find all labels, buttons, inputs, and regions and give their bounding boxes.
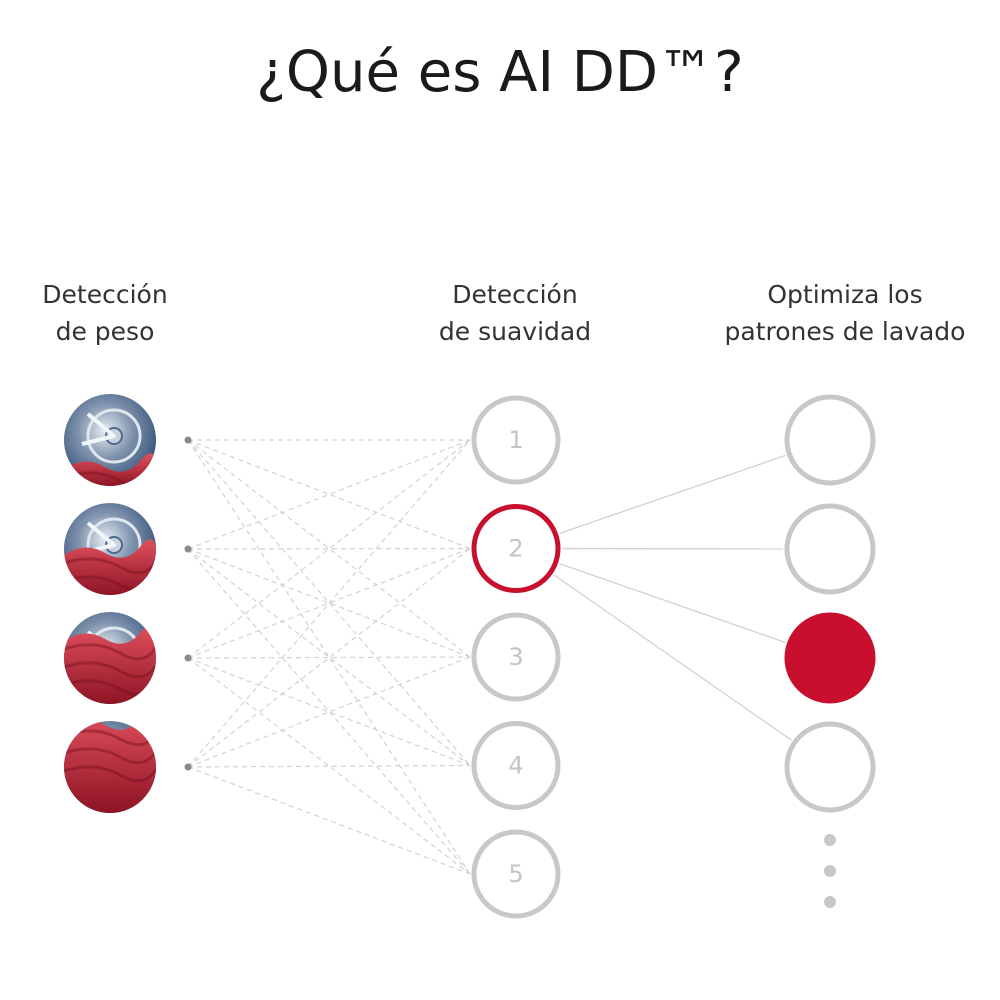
softness-node-3: 3 — [474, 615, 558, 699]
softness-node-label: 1 — [508, 426, 523, 454]
dashed-connection — [188, 766, 470, 768]
pattern-node — [787, 397, 873, 483]
solid-connection — [559, 455, 785, 533]
connector-dot — [185, 655, 192, 662]
drum-load-icon — [64, 503, 156, 595]
solid-connection — [554, 575, 792, 740]
pattern-node — [787, 615, 873, 701]
softness-node-5: 5 — [474, 832, 558, 916]
dashed-connection — [188, 440, 470, 658]
ellipsis-dot — [824, 865, 836, 877]
weight-to-softness-connections — [188, 440, 470, 874]
dashed-connection — [188, 549, 470, 874]
dashed-connection — [188, 657, 470, 658]
softness-node-label: 5 — [508, 860, 523, 888]
pattern-node — [787, 506, 873, 592]
softness-to-pattern-connections — [554, 455, 792, 740]
ellipsis-dot — [824, 834, 836, 846]
softness-node-label: 3 — [508, 643, 523, 671]
softness-node-2: 2 — [474, 507, 558, 591]
dashed-connection — [188, 658, 470, 766]
dashed-connection — [188, 440, 470, 657]
drum-load-icon — [64, 711, 156, 813]
dashed-connection — [188, 767, 470, 874]
connector-dot — [185, 437, 192, 444]
ellipsis-icon — [824, 834, 836, 908]
softness-node-1: 1 — [474, 398, 558, 482]
dashed-connection — [188, 549, 470, 550]
softness-node-label: 4 — [508, 752, 523, 780]
drum-load-icon — [64, 394, 156, 487]
dashed-connection — [188, 549, 470, 768]
connector-dot — [185, 764, 192, 771]
connector-dot — [185, 546, 192, 553]
dashed-connection — [188, 549, 470, 766]
pattern-column — [787, 397, 873, 810]
dashed-connection — [188, 658, 470, 874]
ellipsis-dot — [824, 896, 836, 908]
softness-node-4: 4 — [474, 724, 558, 808]
weight-column — [64, 394, 192, 813]
pattern-node — [787, 724, 873, 810]
dashed-connection — [188, 440, 470, 874]
softness-node-label: 2 — [508, 535, 523, 563]
softness-column: 1 2 3 4 5 — [474, 398, 558, 916]
drum-load-icon — [64, 612, 156, 704]
